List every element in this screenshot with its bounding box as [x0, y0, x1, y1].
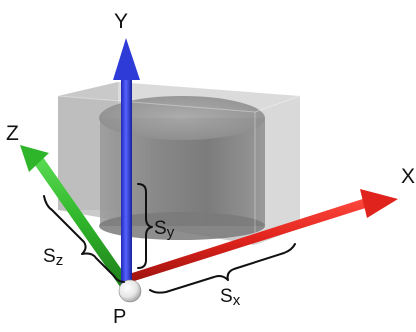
- axis-label-z: Z: [6, 122, 19, 145]
- cylinder-top: [99, 96, 265, 140]
- y-axis-head: [113, 38, 140, 80]
- origin-point: [118, 279, 142, 303]
- size-label-sy-main: S: [154, 218, 167, 239]
- z-axis-shaft: [30, 150, 131, 291]
- size-label-sx: Sx: [220, 286, 241, 309]
- size-label-sz: Sz: [43, 246, 63, 269]
- size-label-sz-sub: z: [56, 252, 64, 269]
- axis-label-x: X: [401, 165, 415, 188]
- y-axis-shaft: [121, 72, 132, 286]
- z-axis-head: [20, 145, 49, 172]
- cylinder-bottom: [99, 212, 265, 240]
- x-axis-arrow: [126, 189, 398, 283]
- size-label-sy: Sy: [154, 218, 175, 241]
- z-axis-arrow: [20, 145, 131, 291]
- size-label-sy-sub: y: [167, 224, 175, 241]
- x-axis-shaft: [126, 196, 375, 283]
- axis-label-y: Y: [114, 10, 128, 33]
- size-label-sx-main: S: [220, 286, 233, 307]
- bracket-sy: [137, 183, 153, 269]
- size-label-sz-main: S: [43, 246, 56, 267]
- size-brackets: [43, 183, 296, 294]
- box-right-face: [255, 96, 300, 245]
- bracket-sz: [43, 195, 125, 283]
- size-label-sx-sub: x: [233, 292, 241, 309]
- x-axis-head: [360, 189, 398, 218]
- y-axis-arrow: [113, 38, 140, 286]
- origin-label: P: [113, 306, 126, 327]
- bracket-sx: [149, 243, 296, 294]
